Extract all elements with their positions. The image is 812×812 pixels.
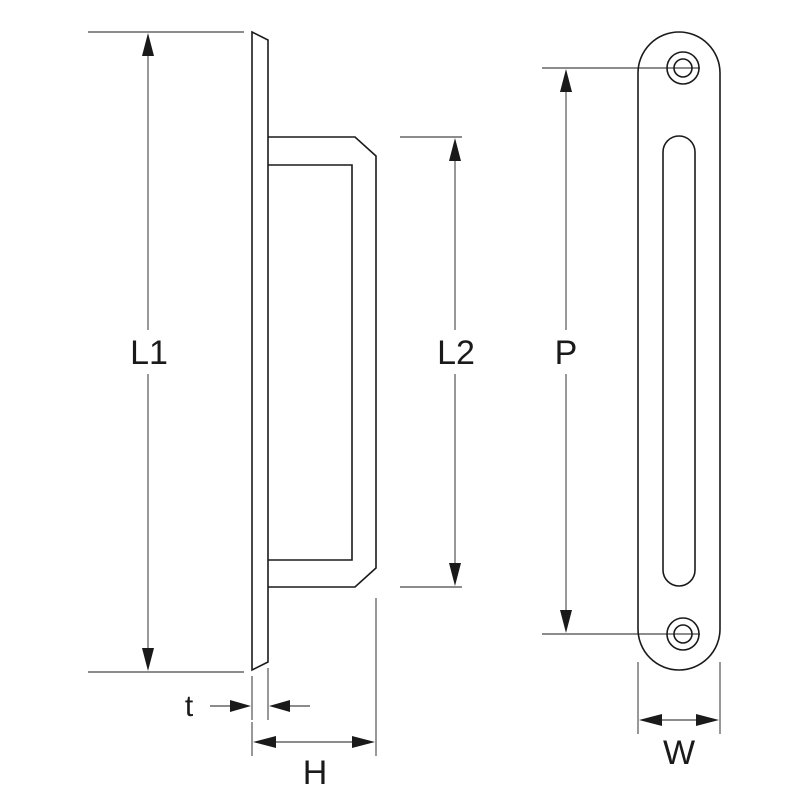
dimension-t: t <box>185 668 310 723</box>
dimension-p: P <box>542 67 700 635</box>
side-view <box>251 30 377 672</box>
front-view <box>637 31 721 671</box>
arrow-p-bottom <box>560 610 572 633</box>
arrow-w-right <box>696 714 719 726</box>
handle-inner <box>268 164 353 561</box>
dimension-w: W <box>637 662 721 772</box>
handle-outer <box>268 136 377 588</box>
label-p: P <box>555 334 578 372</box>
arrow-h-left <box>253 736 276 748</box>
label-l1: L1 <box>130 334 168 372</box>
arrow-t-right <box>269 700 290 712</box>
arrow-l1-top <box>142 33 154 56</box>
front-slot <box>662 135 696 587</box>
arrow-p-top <box>560 69 572 92</box>
base-plate <box>251 30 269 672</box>
arrow-l1-bottom <box>142 648 154 671</box>
dimension-l2: L2 <box>400 136 475 588</box>
label-h: H <box>303 754 328 792</box>
arrow-l2-bottom <box>449 563 461 586</box>
arrow-t-left <box>230 700 251 712</box>
dimension-h: H <box>251 598 377 792</box>
arrow-w-left <box>639 714 662 726</box>
arrow-l2-top <box>449 138 461 161</box>
arrow-h-right <box>352 736 375 748</box>
label-w: W <box>663 734 695 772</box>
dimension-l1: L1 <box>88 31 244 673</box>
front-plate-outline <box>637 31 721 671</box>
label-l2: L2 <box>437 334 475 372</box>
label-t: t <box>185 690 194 723</box>
